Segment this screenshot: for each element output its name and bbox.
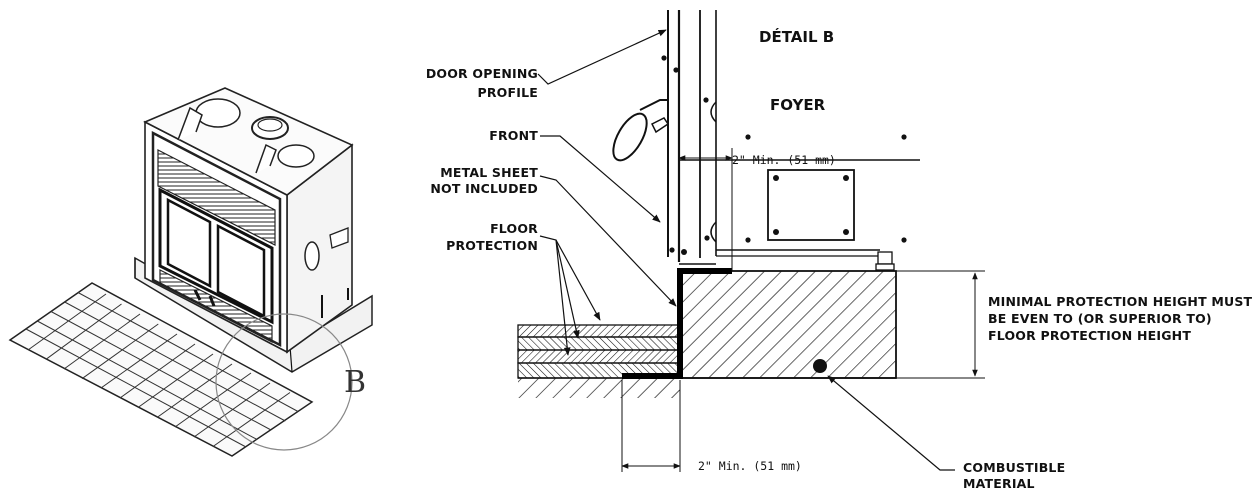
callout-letter-b: B (344, 365, 366, 400)
detail-title: DÉTAIL B (759, 27, 834, 46)
metal-sheet-label-line2: NOT INCLUDED (430, 181, 538, 196)
metal-sheet-label-line1: METAL SHEET (440, 165, 538, 180)
foyer-label: FOYER (770, 96, 826, 114)
top-collar-left (195, 98, 241, 128)
top-clearance-text: 2" Min. (51 mm) (732, 153, 836, 167)
door-handle (612, 99, 670, 162)
protection-height-dimension (896, 270, 985, 379)
min-height-label-line1: MINIMAL PROTECTION HEIGHT MUST (988, 294, 1253, 309)
door-opening-label-line1: DOOR OPENING (426, 66, 538, 81)
floor-protection-label-line2: PROTECTION (446, 238, 538, 253)
door-opening-label-line2: PROFILE (477, 85, 538, 100)
detail-b-section: 2" Min. (51 mm) 2" Min. (51 mm) DÉTAIL B (426, 10, 1253, 489)
floor-protection-layers (517, 324, 679, 379)
combustible-floor-block (679, 270, 897, 379)
leader-lines (537, 29, 955, 471)
bottom-clearance-dimension: 2" Min. (51 mm) (621, 380, 802, 473)
detail-b-callout-circle (215, 313, 353, 451)
min-height-label-line3: FLOOR PROTECTION HEIGHT (988, 328, 1191, 343)
hearth-tile-pad (8, 282, 314, 457)
floor-protection-label-line1: FLOOR (490, 221, 538, 236)
combustible-label-line1: COMBUSTIBLE (963, 460, 1065, 475)
fireplace-section-walls (661, 10, 920, 271)
metal-sheet (622, 268, 732, 379)
top-clearance-dimension: 2" Min. (51 mm) (678, 148, 836, 271)
callout-labels: DOOR OPENING PROFILE FRONT METAL SHEET N… (426, 66, 1253, 489)
min-height-label-line2: BE EVEN TO (OR SUPERIOR TO) (988, 311, 1212, 326)
top-louver-grille (157, 149, 276, 246)
combustible-label-line2: MATERIAL (963, 476, 1035, 489)
top-collar-right (277, 144, 315, 168)
front-label: FRONT (489, 128, 538, 143)
combustible-marker (813, 359, 827, 373)
fireplace-isometric-view: B (8, 87, 373, 457)
mounting-plate (767, 169, 855, 241)
bottom-clearance-text: 2" Min. (51 mm) (698, 459, 802, 473)
